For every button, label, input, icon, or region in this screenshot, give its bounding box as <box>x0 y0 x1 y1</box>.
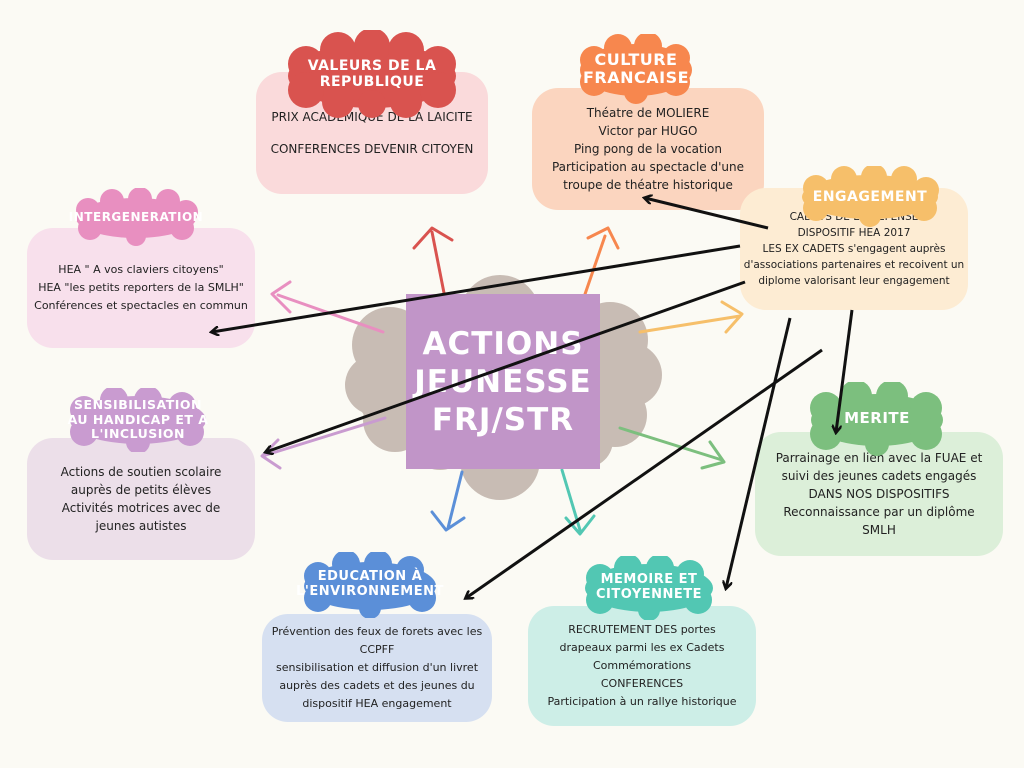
card-line: Théatre de MOLIERE <box>586 106 710 120</box>
title-line: CULTURE <box>594 49 678 69</box>
title-cloud-shape <box>76 188 198 246</box>
arrow-engagement-to-culture <box>645 198 769 230</box>
card-line: Prévention des feux de forets avec les <box>271 625 483 638</box>
card-line: d'associations partenaires et recoivent … <box>743 259 965 271</box>
title-line: MERITE <box>844 409 910 428</box>
card-line: dispositif HEA engagement <box>302 697 452 710</box>
title-line: VALEURS DE LA <box>307 57 437 74</box>
card-line: HEA "les petits reporters de la SMLH" <box>38 281 244 294</box>
arrow-to-education <box>430 470 466 532</box>
card-line: drapeaux parmi les ex Cadets <box>559 641 725 654</box>
arrow-engagement-to-merite <box>836 309 854 432</box>
title-cloud-shape <box>580 34 692 104</box>
card-line: Reconnaissance par un diplôme <box>783 505 975 519</box>
arrow-to-culture <box>581 226 620 302</box>
title-merite: MERITE <box>802 382 952 456</box>
card-line: Victor par HUGO <box>598 124 698 138</box>
title-cloud-shape <box>288 30 456 118</box>
title-intergeneration: INTERGENERATION <box>68 188 204 248</box>
card-line: Actions de soutien scolaire <box>60 465 222 479</box>
card-line: SMLH <box>862 523 896 537</box>
card-line: LES EX CADETS s'engagent auprès <box>762 243 946 255</box>
title-cloud-shape <box>802 166 939 227</box>
card-line: auprès des cadets et des jeunes du <box>279 679 475 692</box>
center-line: ACTIONS <box>422 325 584 362</box>
title-line: REPUBLIQUE <box>319 74 425 90</box>
card-line: CCPFF <box>359 643 395 656</box>
title-line: AU HANDICAP ET A <box>67 411 209 427</box>
title-line: FRANCAISE <box>582 68 690 87</box>
card-culture: Théatre de MOLIERE Victor par HUGO Ping … <box>532 88 764 210</box>
card-line: troupe de théatre historique <box>563 178 733 192</box>
title-line: L'INCLUSION <box>91 426 185 442</box>
card-line: sensibilisation et diffusion d'un livret <box>275 661 479 674</box>
card-line: DANS NOS DISPOSITIFS <box>808 487 950 501</box>
title-line: CITOYENNETE <box>595 587 702 602</box>
title-cloud-shape <box>304 552 436 618</box>
card-line: suivi des jeunes cadets engagés <box>781 469 977 483</box>
title-engagement: ENGAGEMENT <box>794 166 946 228</box>
card-line: CONFERENCES DEVENIR CITOYEN <box>270 142 474 156</box>
arrow-engagement-to-intergeneration <box>212 244 741 332</box>
title-cloud-shape <box>70 388 206 452</box>
title-line: EDUCATION À <box>317 569 423 585</box>
arrow-to-engagement <box>638 300 744 334</box>
card-line: HEA " A vos claviers citoyens" <box>58 263 224 276</box>
card-line: Participation au spectacle d'une <box>551 160 745 174</box>
card-line: diplome valorisant leur engagement <box>758 275 950 287</box>
title-line: INTERGENERATION <box>68 210 204 225</box>
card-line: Conférences et spectacles en commun <box>34 299 248 312</box>
card-education: Prévention des feux de forets avec les C… <box>262 614 492 722</box>
card-line: DISPOSITIF HEA 2017 <box>797 227 911 239</box>
center-line: FRJ/STR <box>431 401 575 438</box>
arrow-engagement-to-sensibilisation <box>266 280 746 452</box>
arrow-engagement-to-memoire <box>726 317 792 588</box>
card-line: RECRUTEMENT DES portes <box>568 623 716 636</box>
card-line: Commémorations <box>592 659 692 672</box>
card-line: Parrainage en lien avec la FUAE et <box>775 451 983 465</box>
arrow-to-merite <box>618 426 726 470</box>
arrow-to-valeurs <box>412 226 454 300</box>
title-line: ENGAGEMENT <box>812 188 928 205</box>
card-line: jeunes autistes <box>95 519 187 533</box>
card-line: Activités motrices avec de <box>61 501 221 515</box>
title-line: L'ENVIRONNEMENT <box>296 584 444 599</box>
card-line: Participation à un rallye historique <box>547 695 737 708</box>
card-sensibilisation: Actions de soutien scolaire auprès de pe… <box>27 438 255 560</box>
card-line: CONFERENCES <box>600 677 684 690</box>
title-cloud-shape <box>585 556 713 620</box>
arrow-engagement-to-education <box>466 348 823 598</box>
card-line: auprès de petits élèves <box>70 483 212 497</box>
card-memoire: RECRUTEMENT DES portes drapeaux parmi le… <box>528 606 756 726</box>
center-title-box: ACTIONS JEUNESSE FRJ/STR <box>406 294 600 469</box>
title-line: MEMOIRE ET <box>600 572 698 588</box>
title-cloud-shape <box>810 382 943 456</box>
card-line: Ping pong de la vocation <box>573 142 723 156</box>
title-line: SENSIBILISATION <box>74 397 202 413</box>
